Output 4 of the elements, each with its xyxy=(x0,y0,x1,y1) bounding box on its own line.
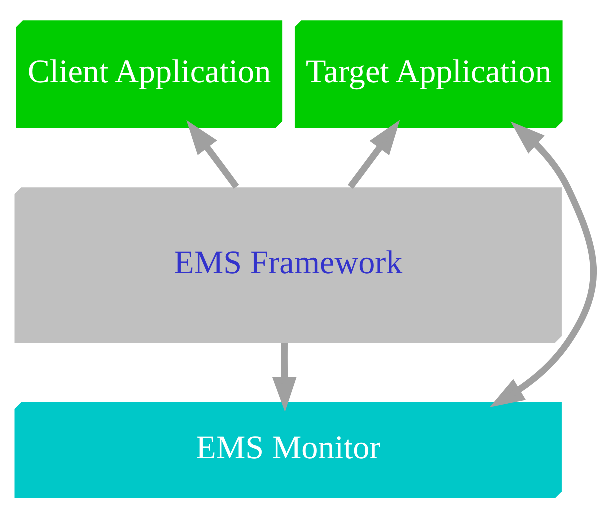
arrow xyxy=(272,342,297,412)
arrow xyxy=(186,120,240,190)
arrow xyxy=(348,120,400,190)
arrow xyxy=(490,122,597,408)
